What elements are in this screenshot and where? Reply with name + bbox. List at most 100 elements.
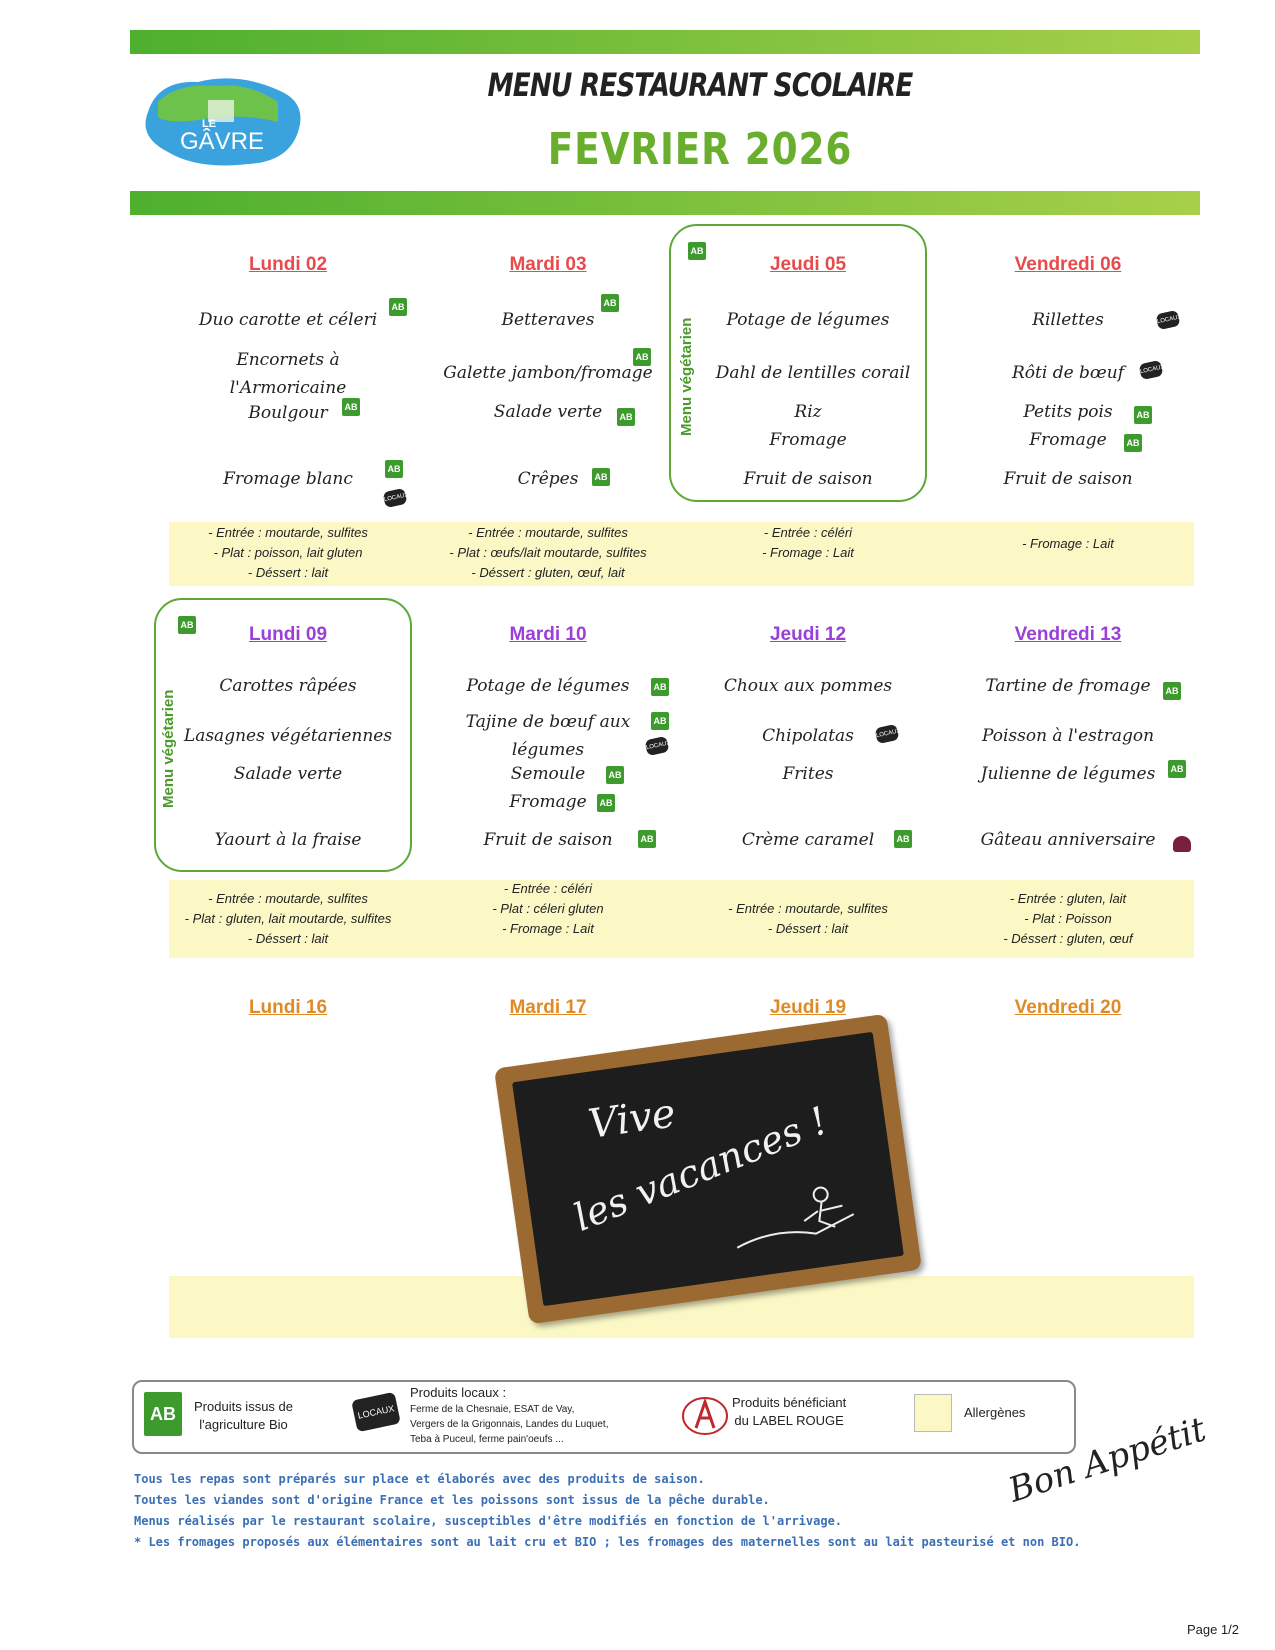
allergen-line: - Entrée : céléri: [763, 525, 853, 540]
w1-jeudi-allergens: - Entrée : céléri - Fromage : Lait: [678, 523, 938, 563]
w2-lundi-allergens: - Entrée : moutarde, sulfites - Plat : g…: [158, 889, 418, 949]
legend-ab-icon: AB: [144, 1392, 182, 1436]
w1-vendredi-allergens: - Fromage : Lait: [938, 534, 1198, 554]
w2-vendredi-plat: Poisson à l'estragon: [981, 726, 1155, 746]
w2-jeudi-plat: Chipolatas: [762, 726, 854, 746]
logo-text-gavre: GÂVRE: [180, 128, 265, 155]
day-vendredi-06: Vendredi 06: [1014, 254, 1122, 275]
week2-vegetarian-frame: [154, 598, 412, 872]
w1-jeudi-dessert: Fruit de saison: [743, 469, 873, 489]
w2-mardi-entree: Potage de légumes: [466, 676, 630, 696]
header-top-bar: [130, 30, 1200, 54]
day-jeudi-12: Jeudi 12: [769, 624, 847, 645]
day-vendredi-13: Vendredi 13: [1014, 624, 1122, 645]
ab-bio-icon: AB: [651, 678, 669, 696]
w1-jeudi-accomp: Riz: [794, 402, 822, 422]
week1-vegetarian-frame: [669, 224, 927, 502]
ab-bio-icon: AB: [592, 468, 610, 486]
allergen-line: - Déssert : gluten, œuf, lait: [471, 565, 625, 580]
legend-local-line: Teba à Puceul, ferme pain'oeufs ...: [410, 1434, 564, 1445]
legend-local-title: Produits locaux :: [410, 1385, 507, 1400]
header-bottom-bar: [130, 191, 1200, 215]
note-line-3: Menus réalisés par le restaurant scolair…: [134, 1514, 843, 1528]
week2-veg-ab-icon: AB: [178, 616, 196, 634]
ab-bio-icon: AB: [601, 294, 619, 312]
allergen-line: - Déssert : lait: [247, 931, 329, 946]
w1-vendredi-plat: Rôti de bœuf: [1012, 363, 1124, 383]
birthday-cake-icon: [1173, 836, 1191, 852]
page-number: Page 1/2: [1186, 1622, 1239, 1637]
w1-lundi-allergens: - Entrée : moutarde, sulfites - Plat : p…: [158, 523, 418, 583]
allergen-line: - Plat : gluten, lait moutarde, sulfites: [184, 911, 392, 926]
day-mardi-10: Mardi 10: [509, 624, 587, 645]
label-rouge-icon: [682, 1397, 728, 1435]
w1-vendredi-dessert: Fruit de saison: [1003, 469, 1133, 489]
w2-vendredi-accomp: Julienne de légumes: [980, 764, 1156, 784]
ab-bio-icon: AB: [385, 460, 403, 478]
w1-lundi-plat-2: l'Armoricaine: [229, 378, 347, 398]
w2-jeudi-dessert: Crème caramel: [741, 830, 875, 850]
note-line-2: Toutes les viandes sont d'origine France…: [134, 1493, 770, 1507]
ab-bio-icon: AB: [606, 766, 624, 784]
skier-drawing-icon: [736, 1186, 855, 1249]
allergen-line: - Fromage : Lait: [762, 545, 854, 560]
ab-bio-icon: AB: [342, 398, 360, 416]
week1-allergens-band: [169, 522, 1194, 586]
w2-mardi-accomp: Semoule: [510, 764, 586, 784]
ab-bio-icon: AB: [617, 408, 635, 426]
ab-bio-icon: AB: [1168, 760, 1186, 778]
w2-lundi-entree: Carottes râpées: [219, 676, 357, 696]
w2-mardi-allergens: - Entrée : céléri - Plat : céleri gluten…: [418, 879, 678, 939]
ab-bio-icon: AB: [1163, 682, 1181, 700]
vacances-chalkboard: Vive les vacances !: [493, 1013, 923, 1325]
allergen-line: - Déssert : lait: [767, 921, 849, 936]
w2-vendredi-dessert: Gâteau anniversaire: [980, 830, 1156, 850]
chalkboard-surface: Vive les vacances !: [512, 1031, 904, 1307]
le-gavre-logo: LE GÂVRE: [138, 72, 306, 172]
w1-lundi-plat-1: Encornets à: [236, 350, 340, 370]
produits-locaux-icon: LOCAUX: [382, 487, 409, 509]
legend-local-line: Ferme de la Chesnaie, ESAT de Vay,: [410, 1404, 575, 1415]
w1-lundi-entree: Duo carotte et céleri: [198, 310, 378, 330]
day-mardi-03: Mardi 03: [509, 254, 587, 275]
w2-mardi-plat-2: légumes: [511, 740, 585, 760]
allergen-line: - Fromage : Lait: [502, 921, 594, 936]
w1-vendredi-entree: Rillettes: [1032, 310, 1104, 330]
w2-mardi-dessert: Fruit de saison: [483, 830, 613, 850]
note-line-4: * Les fromages proposés aux élémentaires…: [134, 1535, 1081, 1549]
w2-lundi-plat: Lasagnes végétariennes: [183, 726, 393, 746]
day-jeudi-05: Jeudi 05: [769, 254, 847, 275]
menu-title: MENU RESTAURANT SCOLAIRE: [487, 66, 914, 104]
allergen-line: - Entrée : gluten, lait: [1009, 891, 1127, 906]
w1-mardi-allergens: - Entrée : moutarde, sulfites - Plat : œ…: [418, 523, 678, 583]
legend-local-line: Vergers de la Grigonnais, Landes du Luqu…: [410, 1419, 609, 1430]
allergen-line: - Déssert : gluten, œuf: [1003, 931, 1133, 946]
w1-lundi-dessert: Fromage blanc: [223, 469, 353, 489]
day-lundi-02: Lundi 02: [248, 254, 328, 275]
w1-jeudi-plat: Dahl de lentilles corail: [715, 363, 911, 383]
legend-box: AB Produits issus de l'agriculture Bio L…: [132, 1380, 1076, 1454]
w1-mardi-accomp: Salade verte: [493, 402, 603, 422]
legend-label-rouge-line1: Produits bénéficiant: [732, 1395, 847, 1410]
w1-mardi-plat: Galette jambon/fromage: [443, 363, 653, 383]
slate-text-line1: Vive: [585, 1090, 679, 1148]
note-line-1: Tous les repas sont préparés sur place e…: [134, 1472, 705, 1486]
ab-bio-icon: AB: [638, 830, 656, 848]
legend-label-rouge-line2: du LABEL ROUGE: [734, 1413, 844, 1428]
w1-vendredi-accomp: Petits pois: [1023, 402, 1113, 422]
w2-mardi-plat-1: Tajine de bœuf aux: [465, 712, 631, 732]
legend-bio-line1: Produits issus de: [194, 1399, 293, 1414]
allergen-line: - Entrée : moutarde, sulfites: [208, 891, 368, 906]
week1-veg-ab-icon: AB: [688, 242, 706, 260]
legend-allergen-text: Allergènes: [964, 1405, 1026, 1420]
legend-bio-line2: l'agriculture Bio: [199, 1417, 288, 1432]
day-vendredi-20: Vendredi 20: [1014, 997, 1122, 1018]
w2-vendredi-allergens: - Entrée : gluten, lait - Plat : Poisson…: [938, 889, 1198, 949]
allergen-line: - Entrée : céléri: [503, 881, 593, 896]
legend-allergen-swatch: [914, 1394, 952, 1432]
legend-label-rouge-text: Produits bénéficiant du LABEL ROUGE: [732, 1394, 846, 1430]
ab-bio-icon: AB: [1134, 406, 1152, 424]
month-title: FEVRIER 2026: [547, 124, 853, 175]
allergen-line: - Entrée : moutarde, sulfites: [728, 901, 888, 916]
allergen-line: - Plat : céleri gluten: [492, 901, 604, 916]
